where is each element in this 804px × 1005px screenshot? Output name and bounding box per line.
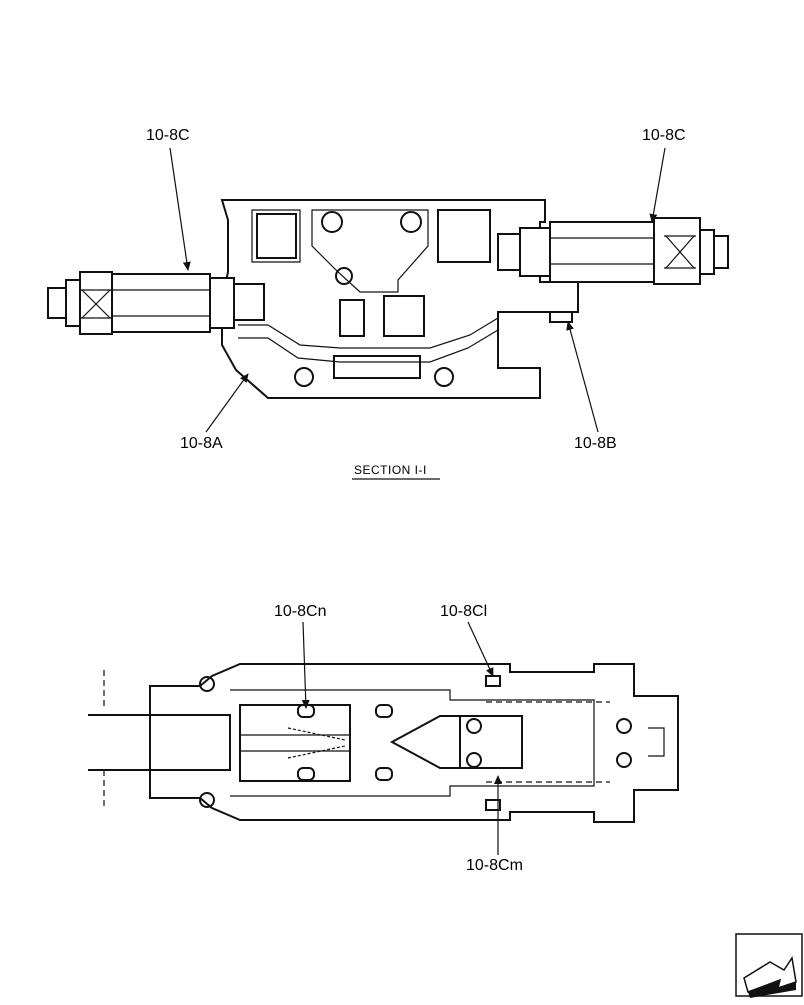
leader-valve-body [205,373,249,433]
upper-right-port [437,209,491,263]
mount-hole-right [434,367,454,387]
port-hole-2 [400,211,422,233]
label-valve-body: 10-8A [180,435,223,452]
poppet-cone [389,715,461,769]
o-ring-bottom [199,792,215,808]
leader-upper-right-cartridge [649,147,666,223]
spool-left-slot [339,299,365,337]
label-detail-bottom: 10-8Cm [466,857,523,874]
left-relief-cartridge [47,271,265,335]
mount-hole-left [294,367,314,387]
cartridge-detail-section [88,663,679,823]
next-page-arrow-icon[interactable] [735,933,803,998]
inner-bore [230,689,595,797]
spool-right-slot [383,295,425,337]
center-core [311,209,429,293]
section-title: SECTION I-I [354,463,427,477]
label-upper-left-cartridge: 10-8C [146,127,190,144]
leader-upper-left-cartridge [169,147,191,271]
piston [239,704,351,782]
lower-channel [238,317,499,363]
adjust-shaft [88,714,231,771]
leader-detail-top-left [301,621,310,709]
label-detail-top-left: 10-8Cn [274,603,327,620]
right-relief-cartridge [497,217,729,285]
label-upper-right-cartridge: 10-8C [642,127,686,144]
body-plug [549,311,573,323]
o-ring-top [199,676,215,692]
port-hole-3 [335,267,353,285]
center-passage [333,355,421,379]
spring-seat [459,715,523,769]
label-body-plug: 10-8B [574,435,617,452]
leader-detail-top-right [467,621,494,677]
leader-body-plug [566,321,599,433]
upper-left-passage [251,209,301,263]
port-hole-1 [321,211,343,233]
label-detail-top-right: 10-8Cl [440,603,488,620]
cartridge-housing [149,663,679,823]
upper-left-port [256,213,297,259]
